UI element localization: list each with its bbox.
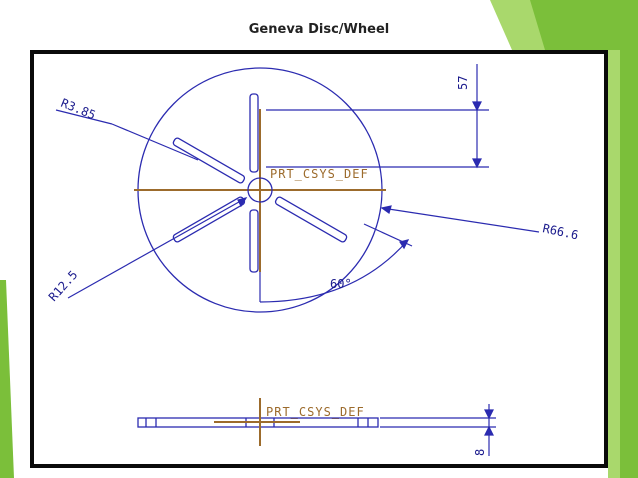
green-side-svg [608,50,638,478]
csys-label-side: PRT_CSYS_DEF [266,405,365,419]
csys-label-top: PRT_CSYS_DEF [270,167,369,181]
slot-radius-leader [55,109,199,161]
hub-radius-leader [67,197,248,299]
outer-radius-leader [380,205,540,233]
green-side-shape [608,50,638,478]
angle-dimension [259,223,413,303]
green-corner-svg [490,0,638,50]
green-left-sliver [0,280,14,478]
outer-radius-label: R66.6 [541,221,579,242]
height-dimension-label: 57 [456,76,470,90]
height-dimension [266,64,489,169]
slot-radius-label: R3.85 [59,96,98,123]
green-corner-shape-top [490,0,638,50]
thickness-dimension [380,404,496,456]
geneva-drawing: 57 R3.85 PRT_CSYS_DEF R66.6 R12.5 60° [46,64,580,456]
angle-dimension-label: 60° [330,277,352,291]
thickness-dimension-label: 8 [473,449,487,456]
green-left-svg [0,280,14,478]
hub-radius-label: R12.5 [46,268,81,304]
slide-title: Geneva Disc/Wheel [248,22,390,37]
center-axes [134,109,386,272]
drawing-frame: 57 R3.85 PRT_CSYS_DEF R66.6 R12.5 60° [30,50,608,468]
side-view-axes [214,398,300,446]
